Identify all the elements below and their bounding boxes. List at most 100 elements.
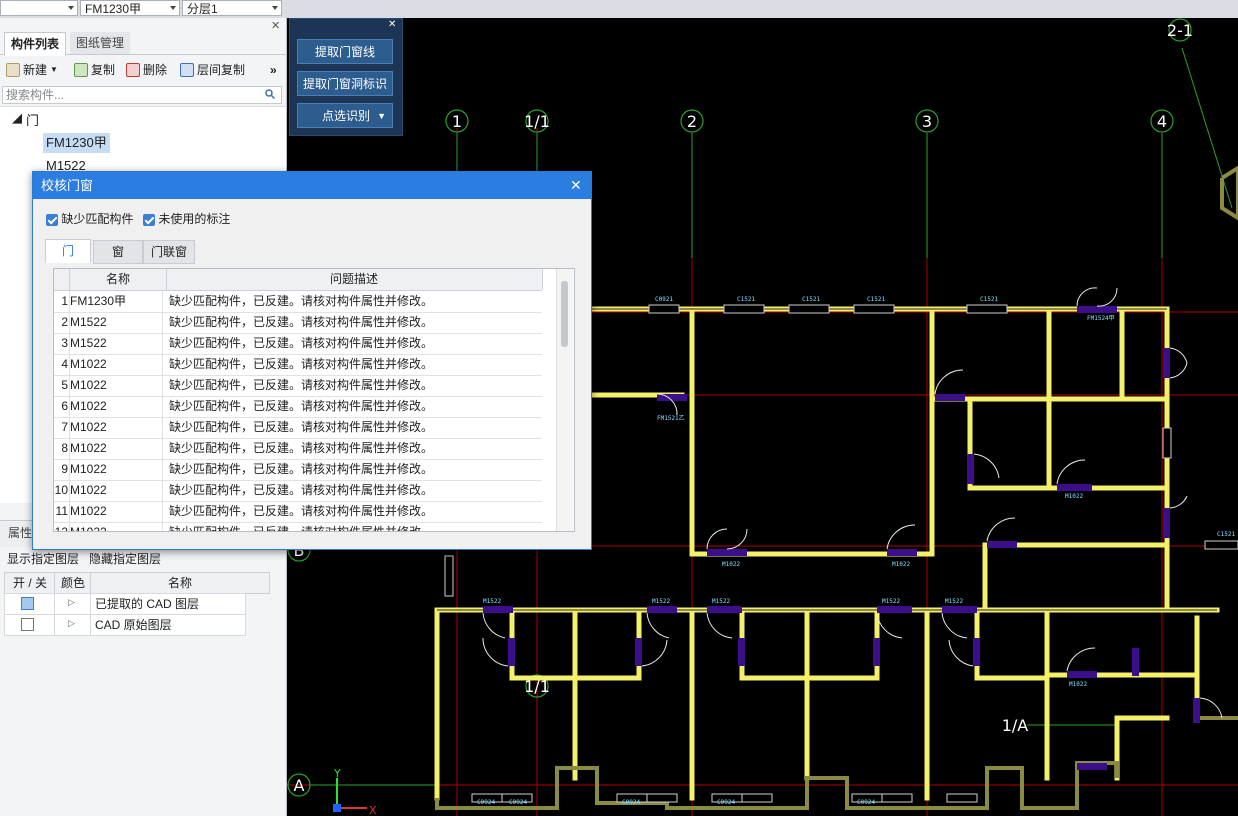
search-icon[interactable]	[265, 88, 275, 98]
close-icon[interactable]: ✕	[570, 177, 582, 194]
door-label: FM1524甲	[1087, 315, 1115, 322]
chevron-down-icon	[272, 6, 278, 10]
axis-label: 1/A	[1002, 716, 1029, 735]
row-number: 2	[54, 312, 70, 333]
checkbox-checked[interactable]	[143, 214, 155, 226]
row-description: 缺少匹配构件，已反建。请核对构件属性并修改。	[169, 333, 539, 354]
row-number: 4	[54, 354, 70, 375]
missing-match-option[interactable]: 缺少匹配构件	[46, 210, 133, 227]
chevron-down-icon: ▼	[50, 60, 58, 80]
unused-label-option[interactable]: 未使用的标注	[143, 210, 230, 227]
tab-properties[interactable]: 属性	[8, 524, 32, 541]
tree-category-door[interactable]: 门	[26, 110, 39, 129]
row-description: 缺少匹配构件，已反建。请核对构件属性并修改。	[169, 480, 539, 501]
door-label: M1522	[652, 598, 670, 605]
point-select-identify-button[interactable]: 点选识别 ▼	[297, 103, 393, 128]
row-number: 9	[54, 459, 70, 480]
row-description: 缺少匹配构件，已反建。请核对构件属性并修改。	[169, 375, 539, 396]
point-select-label: 点选识别	[322, 109, 370, 123]
table-row[interactable]: 3M1522缺少匹配构件，已反建。请核对构件属性并修改。	[54, 333, 542, 355]
row-description: 缺少匹配构件，已反建。请核对构件属性并修改。	[169, 417, 539, 438]
layer-checkbox[interactable]	[21, 618, 34, 631]
row-name: M1522	[70, 312, 163, 333]
extract-opening-labels-button[interactable]: 提取门窗洞标识	[297, 71, 393, 96]
table-row[interactable]: 9M1022缺少匹配构件，已反建。请核对构件属性并修改。	[54, 459, 542, 481]
window-label: C0924	[477, 799, 495, 806]
close-icon[interactable]: ✕	[388, 19, 396, 30]
layer-name: CAD 原始图层	[90, 614, 246, 636]
door-label: M1522	[945, 598, 963, 605]
table-scrollbar[interactable]	[556, 269, 573, 531]
tab-door[interactable]: 门	[45, 239, 91, 263]
expand-icon[interactable]: ▷	[68, 597, 75, 608]
col-desc-header: 问题描述	[166, 269, 543, 290]
table-row[interactable]: 6M1022缺少匹配构件，已反建。请核对构件属性并修改。	[54, 396, 542, 418]
search-input[interactable]: 搜索构件...	[2, 86, 282, 104]
checkbox-checked[interactable]	[46, 214, 58, 226]
table-row[interactable]: 4M1022缺少匹配构件，已反建。请核对构件属性并修改。	[54, 354, 542, 376]
col-name-header: 名称	[69, 269, 167, 290]
new-button[interactable]: 新建 ▼	[6, 60, 58, 80]
dialog-title: 校核门窗	[41, 178, 93, 193]
table-row[interactable]: 11M1022缺少匹配构件，已反建。请核对构件属性并修改。	[54, 501, 542, 523]
row-number: 6	[54, 396, 70, 417]
table-row[interactable]: 7M1022 缺少匹配构件，已反建。请核对构件属性并修改。	[54, 417, 542, 439]
tab-drawing-management[interactable]: 图纸管理	[70, 32, 130, 54]
table-row[interactable]: 8M1022缺少匹配构件，已反建。请核对构件属性并修改。	[54, 438, 542, 460]
axis-label: 2-1	[1167, 21, 1193, 40]
combo-floor[interactable]	[0, 0, 78, 16]
row-number: 10	[54, 480, 70, 501]
chevron-down-icon	[170, 6, 176, 10]
delete-button[interactable]: 删除	[126, 60, 167, 80]
row-number: 8	[54, 438, 70, 459]
check-doors-windows-dialog: 校核门窗 ✕ 缺少匹配构件 未使用的标注 门 窗 门联窗 名称 问题描述 1FM…	[32, 171, 592, 550]
combo-layer[interactable]: 分层1	[182, 0, 282, 16]
row-number: 11	[54, 501, 70, 522]
row-description: 缺少匹配构件，已反建。请核对构件属性并修改。	[169, 291, 539, 312]
row-name: M1022	[70, 417, 163, 438]
new-button-label: 新建	[23, 60, 47, 80]
option-label: 缺少匹配构件	[61, 212, 133, 226]
chevron-down-icon[interactable]: ▼	[377, 104, 386, 129]
door-label: M1022	[722, 561, 740, 568]
layer-col-name: 名称	[90, 572, 270, 594]
more-button[interactable]: »	[270, 60, 277, 80]
copy-button[interactable]: 复制	[74, 60, 115, 80]
show-layer-link[interactable]: 显示指定图层	[7, 550, 79, 567]
tree-item-fm1230[interactable]: FM1230甲	[43, 133, 110, 153]
table-row[interactable]: 12M1022缺少匹配构件，已反建。请核对构件属性并修改。	[54, 522, 542, 532]
axis-label: A	[294, 776, 305, 795]
extract-door-window-lines-button[interactable]: 提取门窗线	[297, 39, 393, 64]
row-name: M1022	[70, 459, 163, 480]
table-row[interactable]: 1FM1230甲缺少匹配构件，已反建。请核对构件属性并修改。	[54, 291, 542, 313]
layer-checkbox[interactable]	[21, 597, 34, 610]
table-row[interactable]: 2M1522缺少匹配构件，已反建。请核对构件属性并修改。	[54, 312, 542, 334]
layer-name: 已提取的 CAD 图层	[90, 593, 246, 615]
table-row[interactable]: 10M1022缺少匹配构件，已反建。请核对构件属性并修改。	[54, 480, 542, 502]
layer-col-color: 颜色	[54, 572, 92, 594]
hide-layer-link[interactable]: 隐藏指定图层	[89, 550, 161, 567]
floor-copy-button[interactable]: 层间复制	[180, 60, 245, 80]
door-label: M1522	[882, 598, 900, 605]
row-number: 7	[54, 417, 70, 438]
tree-expand-icon[interactable]: ◢	[12, 110, 22, 126]
ucs-icon: Y X	[333, 767, 377, 816]
tab-window[interactable]: 窗	[93, 240, 143, 264]
combo-component[interactable]: FM1230甲	[80, 0, 180, 16]
row-name: M1022	[70, 522, 163, 532]
delete-button-label: 删除	[143, 60, 167, 80]
row-description: 缺少匹配构件，已反建。请核对构件属性并修改。	[169, 501, 539, 522]
layer-col-toggle: 开 / 关	[4, 572, 56, 594]
row-name: M1022	[70, 354, 163, 375]
scrollbar-thumb[interactable]	[561, 281, 568, 347]
floor-copy-icon	[180, 63, 194, 77]
row-description: 缺少匹配构件，已反建。请核对构件属性并修改。	[169, 438, 539, 459]
axis-label: 2	[687, 112, 697, 131]
row-number: 12	[54, 522, 70, 532]
table-row[interactable]: 5M1022缺少匹配构件，已反建。请核对构件属性并修改。	[54, 375, 542, 397]
tab-component-list[interactable]: 构件列表	[4, 32, 66, 56]
row-description: 缺少匹配构件，已反建。请核对构件属性并修改。	[169, 396, 539, 417]
tab-door-window[interactable]: 门联窗	[143, 240, 195, 264]
chevron-down-icon	[68, 6, 74, 10]
expand-icon[interactable]: ▷	[68, 618, 75, 629]
